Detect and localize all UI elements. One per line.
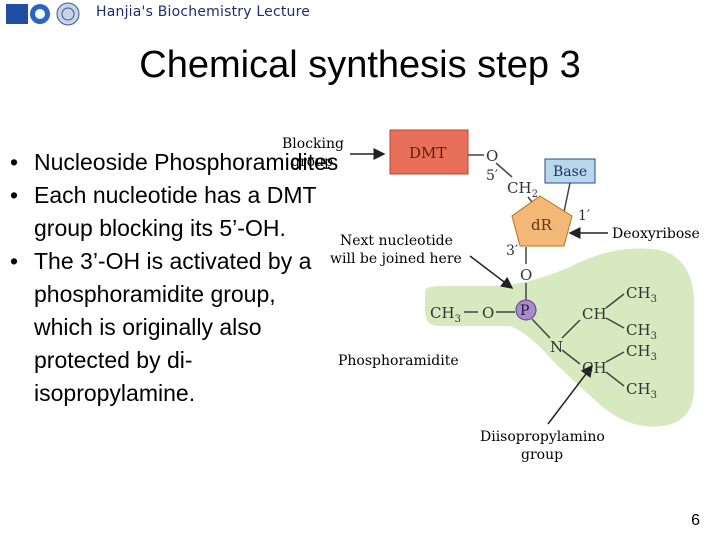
arrow-next-nucleotide bbox=[469, 255, 514, 289]
atom-o-top: O bbox=[486, 147, 498, 165]
slide-title: Chemical synthesis step 3 bbox=[139, 44, 581, 86]
atom-ch3-d-text: CH bbox=[626, 380, 651, 398]
slide-header: Hanjia's Biochemistry Lecture bbox=[0, 0, 720, 28]
bond-p-n bbox=[531, 318, 551, 339]
bond-ch-top-ch3-b bbox=[605, 317, 625, 329]
bullet-list: • Nucleoside Phosphoramidites • Each nucle… bbox=[10, 146, 340, 410]
atom-ch-bottom: CH bbox=[582, 359, 607, 377]
bond-ch-top-ch3-a bbox=[605, 293, 625, 309]
bond-n-ch-bottom bbox=[561, 349, 581, 365]
dmt-box bbox=[389, 129, 469, 175]
atom-ch3-left-text: CH bbox=[430, 304, 455, 322]
blocking-group-label-line2: group bbox=[291, 154, 333, 170]
phosphoramidite-label: Phosphoramidite bbox=[338, 353, 459, 369]
next-nucleotide-label-line1: Next nucleotide bbox=[340, 233, 453, 249]
dmt-label: DMT bbox=[409, 144, 446, 162]
atom-ch3-d: CH3 bbox=[626, 380, 657, 401]
bullet-text: The 3’-OH is activated by a phosphoramid… bbox=[34, 248, 312, 406]
atom-ch3-a-sub: 3 bbox=[651, 294, 657, 305]
atom-ch3-left: CH3 bbox=[430, 304, 461, 325]
deoxyribose-ring bbox=[511, 195, 573, 247]
university-logo bbox=[6, 2, 80, 26]
atom-ch2: CH2 bbox=[507, 179, 538, 200]
atom-ch3-b-sub: 3 bbox=[651, 331, 657, 342]
next-nucleotide-label-line2: will be joined here bbox=[330, 251, 462, 267]
phosphoramidite-highlight bbox=[425, 248, 694, 427]
bullet-text: Each nucleotide has a DMT group blocking… bbox=[34, 182, 317, 241]
lecture-title: Hanjia's Biochemistry Lecture bbox=[96, 4, 311, 20]
bond-base-sugar bbox=[563, 182, 571, 213]
dr-label: dR bbox=[531, 216, 553, 234]
bullet-dot-icon: • bbox=[10, 182, 19, 208]
atom-p: P bbox=[520, 303, 529, 319]
base-box bbox=[544, 158, 596, 184]
bond-n-ch-top bbox=[561, 319, 581, 339]
bond-ch-bottom-ch3-c bbox=[605, 351, 625, 363]
atom-ch3-c-sub: 3 bbox=[651, 352, 657, 363]
atom-ch3-c: CH3 bbox=[626, 342, 657, 363]
label-3-prime: 3′ bbox=[506, 243, 518, 259]
label-5-prime: 5′ bbox=[486, 168, 498, 184]
diisopropylamino-label-line1: Diisopropylamino bbox=[480, 429, 605, 445]
page-number: 6 bbox=[691, 512, 700, 529]
atom-ch3-c-text: CH bbox=[626, 342, 651, 360]
diisopropylamino-label-line2: group bbox=[521, 447, 563, 463]
bullet-item: • Nucleoside Phosphoramidites bbox=[10, 146, 340, 179]
atom-ch2-sub: 2 bbox=[532, 189, 538, 200]
atom-ch3-d-sub: 3 bbox=[651, 390, 657, 401]
atom-ch3-a: CH3 bbox=[626, 284, 657, 305]
label-1-prime: 1′ bbox=[578, 208, 590, 224]
atom-ch3-left-sub: 3 bbox=[455, 314, 461, 325]
arrow-diisopropylamino bbox=[547, 364, 593, 425]
base-label: Base bbox=[553, 164, 587, 180]
bond-ch-bottom-ch3-d bbox=[605, 371, 625, 387]
atom-ch3-b-text: CH bbox=[626, 321, 651, 339]
bullet-item: • Each nucleotide has a DMT group blockin… bbox=[10, 179, 340, 245]
atom-ch2-text: CH bbox=[507, 179, 532, 197]
atom-ch3-b: CH3 bbox=[626, 321, 657, 342]
phosphoramidite-diagram: Blocking group Next nucleotide will be j… bbox=[282, 129, 700, 463]
atom-o-left: O bbox=[482, 304, 494, 322]
blocking-group-label-line1: Blocking bbox=[282, 136, 344, 152]
bullet-text: Nucleoside Phosphoramidites bbox=[34, 149, 339, 175]
atom-n: N bbox=[550, 338, 563, 356]
deoxyribose-label: Deoxyribose bbox=[612, 226, 700, 242]
bullet-dot-icon: • bbox=[10, 149, 19, 175]
bond-o-ch2 bbox=[495, 162, 513, 178]
atom-ch-top: CH bbox=[582, 305, 607, 323]
atom-ch3-a-text: CH bbox=[626, 284, 651, 302]
atom-o-mid: O bbox=[520, 266, 532, 284]
bullet-dot-icon: • bbox=[10, 248, 19, 274]
bullet-item: • The 3’-OH is activated by a phosphorami… bbox=[10, 245, 340, 410]
phosphorus-atom bbox=[515, 299, 537, 321]
